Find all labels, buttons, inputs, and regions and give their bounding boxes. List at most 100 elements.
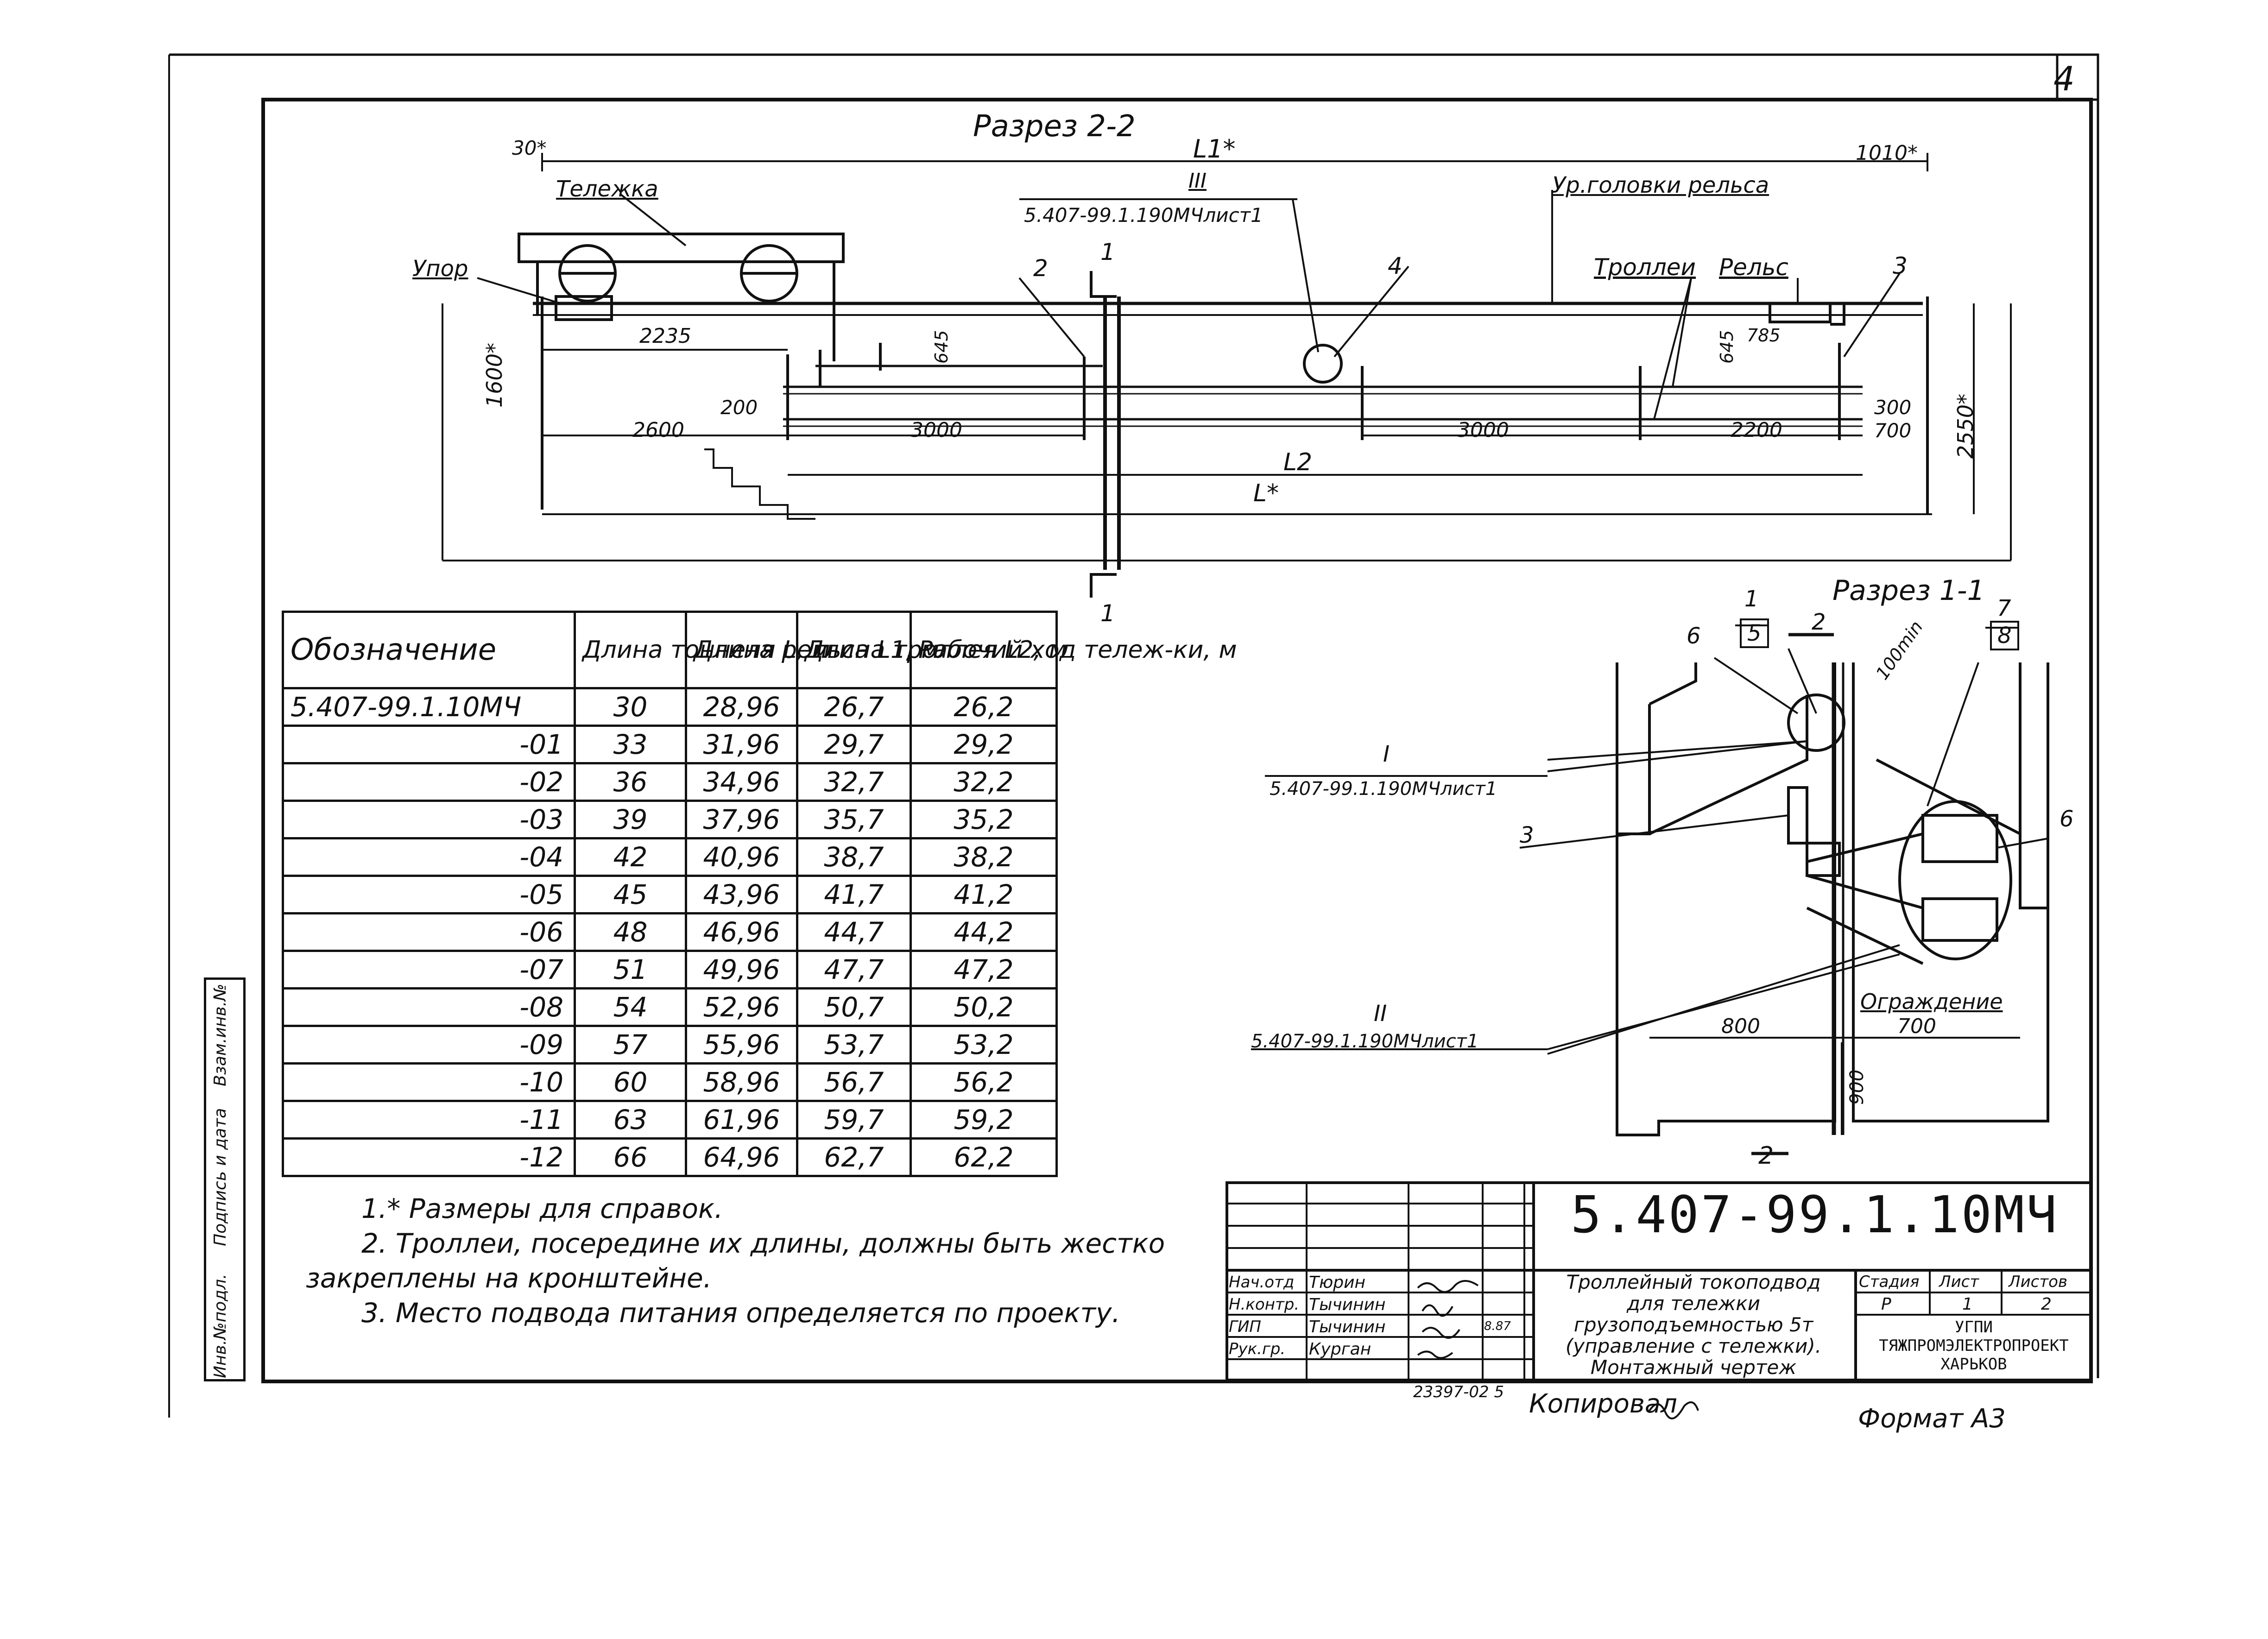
dim-2200: 2200	[1731, 418, 1782, 442]
signer-role-3: ГИП	[1229, 1318, 1261, 1336]
cell-designation: -12	[282, 1137, 576, 1177]
dim-300: 300	[1874, 396, 1912, 419]
stage-label: Стадия	[1859, 1273, 1920, 1291]
ref-II-label: II	[1374, 1001, 1387, 1027]
cell-designation: -11	[282, 1100, 576, 1140]
cell-value: 26,2	[910, 687, 1058, 727]
ref-I-label: I	[1383, 741, 1390, 767]
organization-line-1: УГПИ	[1955, 1318, 1993, 1336]
cell-value: 58,96	[685, 1062, 798, 1102]
cell-designation: -05	[282, 875, 576, 914]
cell-value: 64,96	[685, 1137, 798, 1177]
section-mark-2-bottom: 2	[1758, 1142, 1774, 1170]
dim-200: 200	[720, 396, 758, 419]
cell-value: 34,96	[685, 762, 798, 802]
cell-value: 56,7	[796, 1062, 912, 1102]
cell-value: 56,2	[910, 1062, 1058, 1102]
cell-value: 31,96	[685, 725, 798, 764]
cell-value: 59,2	[910, 1100, 1058, 1140]
spec-table: Обозначение Длина тоннеля L, м Длина рел…	[282, 611, 1237, 1177]
callout-2: 2	[1033, 255, 1048, 282]
signer-name-1: Тюрин	[1309, 1273, 1366, 1292]
cell-value: 29,7	[796, 725, 912, 764]
cell-value: 55,96	[685, 1025, 798, 1065]
sheets-value: 2	[2041, 1295, 2052, 1314]
note-2-continued: закреплены на кронштейне.	[306, 1262, 712, 1294]
cell-value: 45	[574, 875, 687, 914]
cell-value: 53,2	[910, 1025, 1058, 1065]
cell-value: 60	[574, 1062, 687, 1102]
spec-table-header: Обозначение Длина тоннеля L, м Длина рел…	[282, 611, 1237, 689]
cell-value: 32,7	[796, 762, 912, 802]
cell-value: 44,7	[796, 912, 912, 952]
cell-designation: -09	[282, 1025, 576, 1065]
callout-7: 7	[1997, 595, 2011, 621]
cell-designation: -01	[282, 725, 576, 764]
callout-3: 3	[1893, 252, 1908, 279]
cell-value: 26,7	[796, 687, 912, 727]
signer-role-4: Рук.гр.	[1229, 1340, 1286, 1358]
section-11-title: Разрез 1-1	[1832, 574, 1985, 607]
signer-name-4: Курган	[1309, 1340, 1371, 1359]
cell-value: 32,2	[910, 762, 1058, 802]
callout-6-top: 6	[1687, 623, 1701, 649]
ref-I-doc: 5.407-99.1.190МЧлист1	[1270, 778, 1497, 800]
cell-value: 28,96	[685, 687, 798, 727]
cell-value: 53,7	[796, 1025, 912, 1065]
cell-value: 39	[574, 800, 687, 839]
ref-III-label: III	[1188, 169, 1207, 193]
doc-description: Троллейный токоподвод для тележки грузоп…	[1543, 1272, 1844, 1378]
sheet-value: 1	[1962, 1295, 1973, 1314]
signer-role-2: Н.контр.	[1229, 1295, 1300, 1314]
cell-designation: 5.407-99.1.10МЧ	[282, 687, 576, 727]
organization: УГПИ ТЯЖПРОМЭЛЕКТРОПРОЕКТ ХАРЬКОВ	[1858, 1318, 2090, 1374]
note-2: 2. Троллеи, посередине их длины, должны …	[361, 1228, 1165, 1259]
cell-value: 51	[574, 950, 687, 990]
label-stop: Упор	[412, 256, 468, 282]
ref-III-doc: 5.407-99.1.190МЧлист1	[1024, 204, 1263, 227]
doc-description-line-1: Троллейный токоподвод	[1566, 1271, 1821, 1293]
section-mark-2-top: 2	[1812, 609, 1826, 635]
side-stamp	[204, 977, 246, 1381]
cell-value: 66	[574, 1137, 687, 1177]
organization-line-3: ХАРЬКОВ	[1940, 1355, 2007, 1374]
cell-value: 35,7	[796, 800, 912, 839]
cell-value: 61,96	[685, 1100, 798, 1140]
cell-designation: -04	[282, 837, 576, 877]
label-trolley: Тележка	[556, 176, 658, 202]
cell-designation: -08	[282, 987, 576, 1027]
doc-code: 5.407-99.1.10МЧ	[1571, 1185, 2059, 1244]
label-trolleys: Троллеи	[1594, 254, 1696, 281]
dim-1010: 1010*	[1856, 141, 1918, 165]
callout-6-right: 6	[2060, 806, 2074, 832]
section-cut-mark-top: 1	[1100, 239, 1115, 265]
label-guard: Ограждение	[1860, 989, 2003, 1014]
cell-value: 63	[574, 1100, 687, 1140]
cell-value: 41,7	[796, 875, 912, 914]
sheet-outer-border	[169, 53, 2099, 1378]
cell-value: 29,2	[910, 725, 1058, 764]
cell-value: 57	[574, 1025, 687, 1065]
callout-1-sheet: 5	[1740, 618, 1769, 648]
sheets-label: Листов	[2009, 1273, 2068, 1291]
sheet-label: Лист	[1939, 1273, 1979, 1291]
header-designation: Обозначение	[282, 611, 576, 689]
sheet-number-box	[2056, 55, 2098, 101]
cell-value: 50,7	[796, 987, 912, 1027]
organization-line-2: ТЯЖПРОМЭЛЕКТРОПРОЕКТ	[1879, 1336, 2069, 1355]
sheet-number: 4	[2053, 59, 2075, 98]
doc-description-line-3: грузоподъемностью 5т	[1573, 1313, 1813, 1336]
doc-description-line-5: Монтажный чертеж	[1590, 1356, 1797, 1379]
